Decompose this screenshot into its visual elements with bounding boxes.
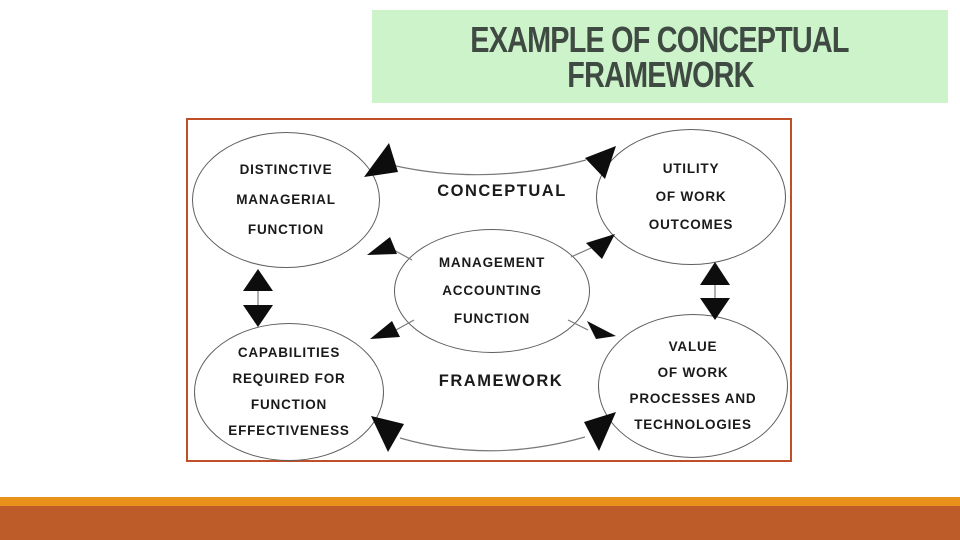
- node-capabilities-required: CAPABILITIES REQUIRED FOR FUNCTION EFFEC…: [194, 323, 384, 461]
- center-to-topleft-arrowhead-icon: [367, 237, 397, 255]
- node-label-line: UTILITY: [662, 161, 720, 176]
- node-label-line: OF WORK: [657, 365, 729, 380]
- right-up-arrowhead-icon: [700, 262, 730, 285]
- node-label-line: DISTINCTIVE: [239, 162, 333, 177]
- conceptual-framework-diagram: DISTINCTIVE MANAGERIAL FUNCTION UTILITY …: [186, 118, 792, 462]
- node-label-line: CAPABILITIES: [237, 345, 341, 360]
- node-utility-of-work-outcomes: UTILITY OF WORK OUTCOMES: [596, 129, 786, 265]
- title-box: EXAMPLE OF CONCEPTUAL FRAMEWORK: [372, 10, 948, 103]
- conceptual-label: CONCEPTUAL: [437, 182, 567, 200]
- node-label-line: FUNCTION: [250, 397, 328, 412]
- bottom-curve-line: [399, 436, 586, 452]
- node-label-line: OF WORK: [655, 189, 727, 204]
- top-curve-line: [395, 159, 587, 176]
- node-label-line: TECHNOLOGIES: [634, 417, 752, 432]
- left-up-arrowhead-icon: [243, 269, 273, 291]
- node-label-line: OUTCOMES: [648, 217, 734, 232]
- bottom-rust-band: [0, 506, 960, 540]
- page-title-line-2: FRAMEWORK: [566, 53, 754, 95]
- node-label-line: REQUIRED FOR: [232, 371, 346, 386]
- node-label-line: MANAGEMENT: [438, 255, 546, 270]
- node-label-line: EFFECTIVENESS: [228, 423, 350, 438]
- node-label-line: MANAGERIAL: [236, 192, 336, 207]
- center-to-bottomright-arrowhead-icon: [587, 321, 616, 339]
- node-value-of-work-processes: VALUE OF WORK PROCESSES AND TECHNOLOGIES: [598, 314, 788, 458]
- node-management-accounting-function: MANAGEMENT ACCOUNTING FUNCTION: [394, 229, 590, 353]
- framework-label: FRAMEWORK: [438, 372, 564, 390]
- center-to-bottomleft-arrowhead-icon: [370, 321, 400, 339]
- node-label-line: FUNCTION: [453, 311, 531, 326]
- bottom-orange-band: [0, 497, 960, 506]
- center-to-topright-line: [570, 247, 592, 258]
- center-to-topright-arrowhead-icon: [586, 234, 615, 259]
- arrowhead-bottom-left-icon: [371, 416, 404, 452]
- node-label-line: VALUE: [668, 339, 718, 354]
- node-label-line: FUNCTION: [247, 222, 325, 237]
- node-distinctive-managerial-function: DISTINCTIVE MANAGERIAL FUNCTION: [192, 132, 380, 268]
- node-label-line: PROCESSES AND: [629, 391, 757, 406]
- node-label-line: ACCOUNTING: [442, 283, 542, 298]
- page-title-line-1: EXAMPLE OF CONCEPTUAL: [470, 18, 850, 60]
